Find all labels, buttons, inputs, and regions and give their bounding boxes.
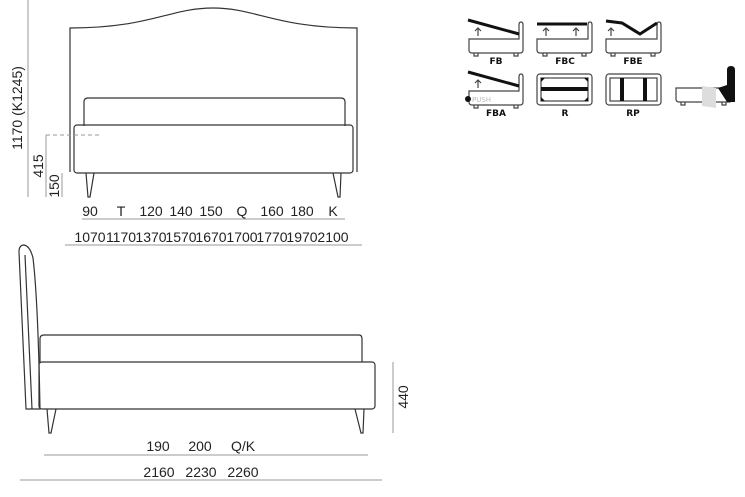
option-icons: FB FBC FBE PUSH FBA R xyxy=(465,18,735,119)
r-icon: R xyxy=(536,73,593,119)
size-label: 150 xyxy=(199,203,223,219)
front-leg-right xyxy=(332,172,342,198)
r-label: R xyxy=(562,109,569,119)
dim-415-label: 415 xyxy=(30,154,46,178)
total-length: 2230 xyxy=(185,464,216,480)
fbe-label: FBE xyxy=(623,57,642,67)
fba-icon: PUSH FBA xyxy=(465,70,524,119)
dim-150-label: 150 xyxy=(46,174,62,198)
size-label: Q xyxy=(237,203,248,219)
width-value: 1670 xyxy=(195,229,226,245)
width-value: 1070 xyxy=(74,229,105,245)
front-mattress xyxy=(83,97,346,126)
push-label: PUSH xyxy=(472,96,491,104)
side-base xyxy=(38,361,376,410)
width-value: 1370 xyxy=(135,229,166,245)
fb-icon: FB xyxy=(467,18,524,67)
size-label: 90 xyxy=(82,203,98,219)
front-leg-left xyxy=(85,172,95,198)
width-value: 1170 xyxy=(106,229,136,245)
length-label: 190 xyxy=(146,438,170,454)
width-value: 1770 xyxy=(256,229,287,245)
front-base xyxy=(73,124,354,174)
size-row: 90 T 120 140 150 Q 160 180 K xyxy=(82,203,338,219)
rp-label: RP xyxy=(626,109,640,119)
size-label: 160 xyxy=(260,203,284,219)
side-mattress xyxy=(39,334,363,362)
length-label: Q/K xyxy=(231,438,256,454)
storage-bed-icon xyxy=(675,66,735,108)
side-headboard xyxy=(18,244,41,410)
length-label: 200 xyxy=(188,438,212,454)
size-label: 180 xyxy=(290,203,314,219)
fbc-icon: FBC xyxy=(536,21,593,67)
total-length: 2260 xyxy=(227,464,258,480)
size-label: 120 xyxy=(139,203,163,219)
size-label: K xyxy=(328,203,338,219)
side-view: 440 190 200 Q/K 2160 2230 2260 xyxy=(18,244,411,481)
width-value: 1970 xyxy=(286,229,317,245)
side-leg-left xyxy=(46,408,57,434)
front-headboard xyxy=(69,7,358,172)
total-length: 2160 xyxy=(143,464,174,480)
headboard-seam xyxy=(24,254,33,410)
size-label: 140 xyxy=(169,203,193,219)
width-value: 1570 xyxy=(165,229,196,245)
width-row: 1070 1170 1370 1570 1670 1700 1770 1970 … xyxy=(74,229,348,245)
fb-label: FB xyxy=(489,57,502,67)
dim-440-label: 440 xyxy=(395,385,411,409)
push-button-icon xyxy=(465,96,471,102)
rp-icon: RP xyxy=(605,73,662,119)
front-view: 1170 (K1245) 415 150 90 T 120 140 150 Q … xyxy=(9,0,362,246)
height-label: 1170 (K1245) xyxy=(9,66,25,150)
side-leg-right xyxy=(354,408,365,434)
fbc-label: FBC xyxy=(555,57,575,67)
fba-label: FBA xyxy=(486,109,506,119)
fbe-icon: FBE xyxy=(605,19,662,67)
size-label: T xyxy=(117,203,126,219)
width-value: 2100 xyxy=(317,229,348,245)
width-value: 1700 xyxy=(226,229,257,245)
